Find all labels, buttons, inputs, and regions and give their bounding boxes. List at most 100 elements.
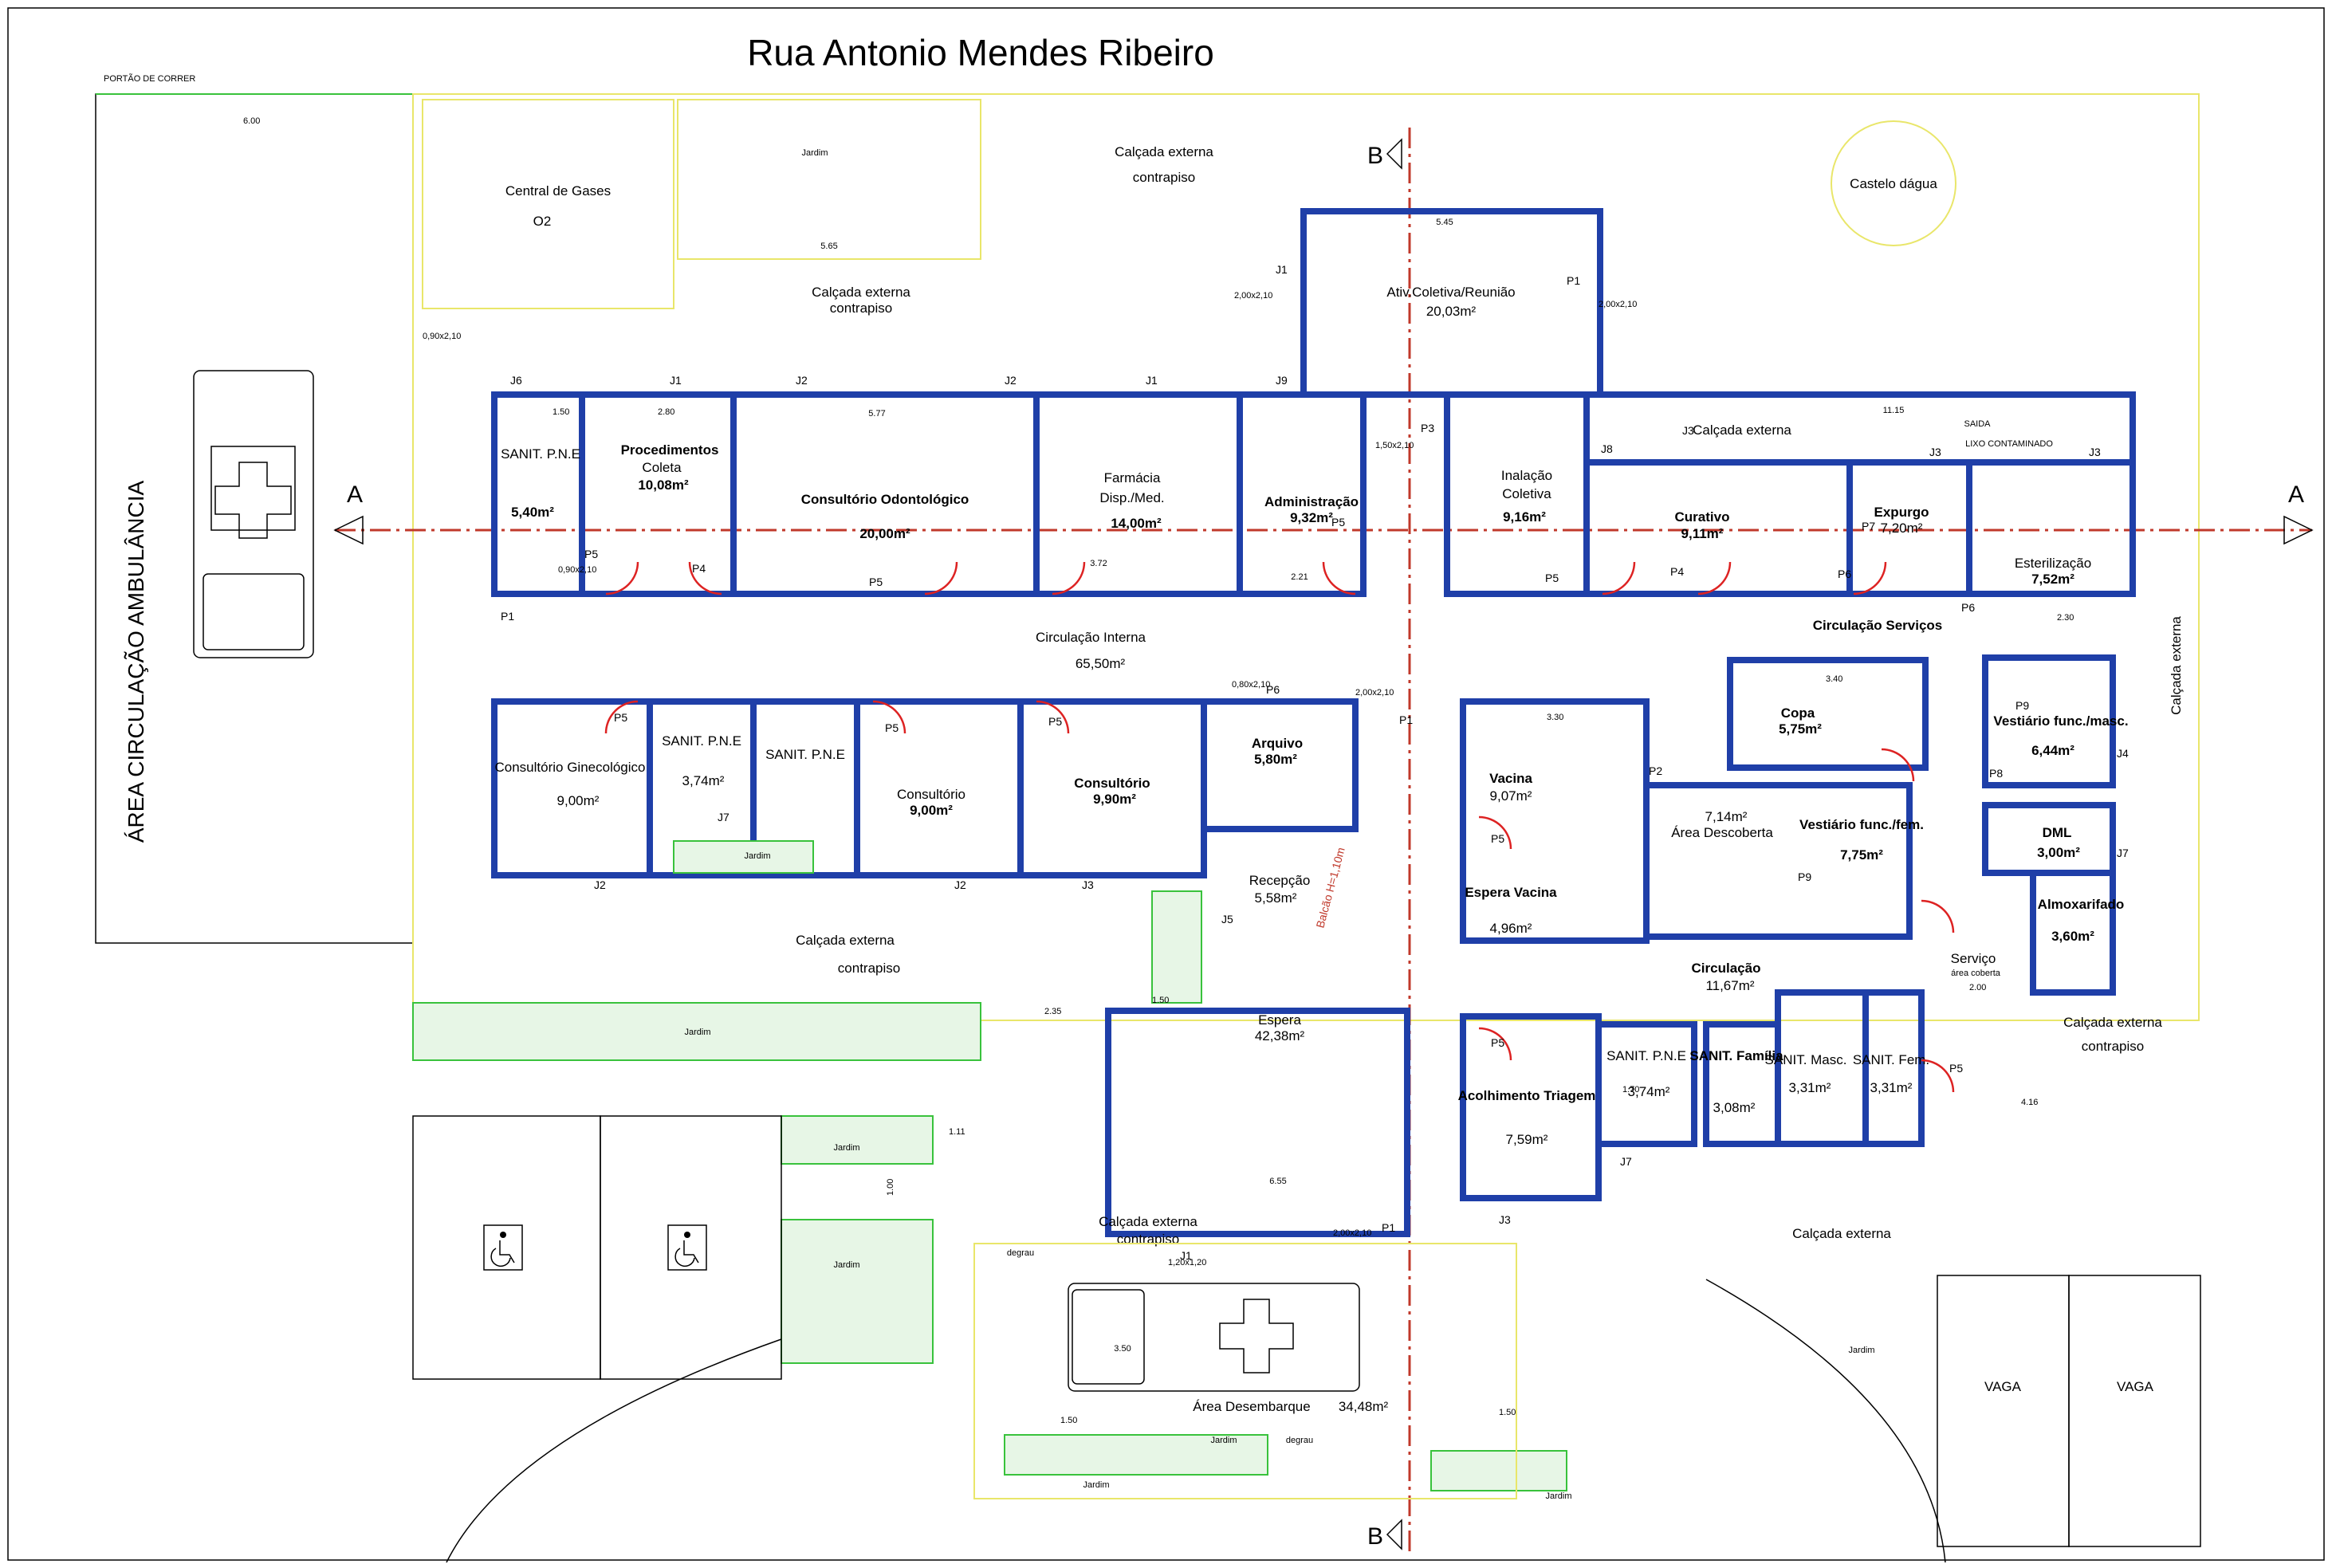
label-p3: P3 — [1421, 422, 1434, 434]
area-sanit-fem: 3,31m² — [1870, 1080, 1913, 1095]
garden-label-w: Jardim — [684, 1028, 710, 1037]
gas-central-label: Central de Gases — [505, 183, 611, 198]
room-farmacia-2: Disp./Med. — [1099, 490, 1164, 505]
dim-280: 2.80 — [658, 407, 674, 417]
dim-gate-width: 6.00 — [243, 116, 260, 126]
area-copa: 5,75m² — [1779, 721, 1822, 737]
room-arquivo: Arquivo — [1252, 736, 1303, 751]
gate-label: PORTÃO DE CORRER — [104, 73, 195, 84]
area-esterilizacao: 7,52m² — [2031, 572, 2074, 587]
room-circ-servicos: Circulação Serviços — [1813, 618, 1943, 633]
room-curativo: Curativo — [1675, 509, 1730, 525]
room-desembarque: Área Desembarque — [1193, 1399, 1310, 1414]
room-sanit-b: SANIT. P.N.E — [765, 747, 845, 762]
label-p6-expurgo: P6 — [1838, 568, 1851, 580]
balcao-label: Balcão H=1,10m — [1313, 846, 1347, 929]
label-j4: J4 — [2117, 747, 2129, 760]
label-j3-south: J3 — [1082, 878, 1094, 891]
label-j3-acolh: J3 — [1499, 1213, 1511, 1226]
dim-350: 3.50 — [1114, 1344, 1131, 1354]
sidewalk-label-sw: Calçada externa — [796, 933, 895, 948]
dim-416: 4.16 — [2021, 1098, 2038, 1107]
area-curativo: 9,11m² — [1681, 526, 1724, 541]
section-marker-b-bottom: B — [1367, 1519, 1402, 1550]
label-p7: P7 — [1862, 520, 1875, 532]
room-cons-2: Consultório — [1074, 776, 1150, 791]
room-sanit-a: SANIT. P.N.E — [662, 733, 741, 749]
dim-340: 3.40 — [1826, 674, 1842, 684]
sidewalk-label-ne: Calçada externa — [1693, 422, 1791, 438]
area-almox: 3,60m² — [2051, 929, 2094, 944]
parking-label-2: VAGA — [2117, 1379, 2154, 1394]
sidewalk-label-mid: Calçada externa — [812, 285, 910, 300]
label-p5-sanit: P5 — [584, 548, 598, 560]
room-ativ: Ativ.Coletiva/Reunião — [1386, 285, 1515, 300]
room-expurgo: Expurgo — [1874, 505, 1929, 520]
accessibility-icon — [667, 1224, 707, 1271]
label-p5-east: P5 — [1949, 1062, 1963, 1075]
room-inalacao: Inalação — [1501, 468, 1552, 483]
area-area-desc: 7,14m² — [1705, 809, 1748, 824]
dim-545: 5.45 — [1436, 218, 1453, 227]
label-j3-est: J3 — [2089, 446, 2101, 458]
room-procedimentos: Procedimentos — [621, 442, 719, 458]
opening-size-p6: 0,80x2,10 — [1232, 680, 1270, 690]
label-j1-west: J1 — [670, 374, 682, 387]
area-ativ: 20,03m² — [1426, 304, 1477, 319]
accessibility-icon — [483, 1224, 523, 1271]
room-sanit-fam: SANIT. Família — [1689, 1048, 1783, 1063]
dim-330: 3.30 — [1547, 713, 1563, 722]
sidewalk-label-se: Calçada externa — [1792, 1226, 1891, 1241]
area-vest-fem: 7,75m² — [1840, 847, 1883, 863]
area-sanit-fam: 3,08m² — [1713, 1100, 1756, 1115]
area-espera-vacina: 4,96m² — [1490, 921, 1532, 936]
dim-200: 2.00 — [1969, 983, 1986, 992]
label-p1-center: P1 — [1399, 713, 1413, 726]
label-p6-arquivo: P6 — [1266, 683, 1280, 696]
dim-372: 3.72 — [1090, 559, 1107, 568]
label-p5-acolh: P5 — [1491, 1036, 1504, 1049]
garden-label-b: Jardim — [1210, 1436, 1237, 1445]
area-odonto: 20,00m² — [859, 526, 910, 541]
garden-label-s4: Jardim — [1545, 1491, 1571, 1501]
area-circ-interna: 65,50m² — [1076, 656, 1126, 671]
area-coleta: 10,08m² — [638, 477, 689, 493]
garden-label-s3: Jardim — [1083, 1480, 1109, 1490]
room-cons-1: Consultório — [897, 787, 965, 802]
svg-text:B: B — [1367, 1523, 1383, 1550]
street-title: Rua Antonio Mendes Ribeiro — [747, 32, 1214, 73]
water-tower — [1831, 120, 1956, 246]
parking-label-1: VAGA — [1984, 1379, 2022, 1394]
label-j2-north-2: J2 — [1005, 374, 1017, 387]
area-vest-masc: 6,44m² — [2031, 743, 2074, 758]
area-farmacia: 14,00m² — [1111, 516, 1162, 531]
room-dml: DML — [2043, 825, 2072, 840]
opening-size-j1: 2,00x2,10 — [1234, 291, 1272, 301]
subfloor-label-s: contrapiso — [1117, 1232, 1179, 1247]
room-vest-masc: Vestiário func./masc. — [1993, 713, 2128, 729]
room-sanit-fem: SANIT. Fem. — [1853, 1052, 1929, 1067]
opening-size-gate: 0,90x2,10 — [423, 332, 461, 341]
opening-size-p1-south: 2,00x2,10 — [1333, 1228, 1371, 1238]
garden-label-s1: Jardim — [833, 1143, 859, 1153]
dim-655: 6.55 — [1269, 1177, 1286, 1186]
room-almox: Almoxarifado — [2038, 897, 2125, 912]
area-desembarque: 34,48m² — [1339, 1399, 1389, 1414]
label-j3-expurgo: J3 — [1929, 446, 1941, 458]
label-p5-cons2: P5 — [1048, 715, 1062, 728]
label-j2-south: J2 — [594, 878, 606, 891]
sidewalk-label-east: Calçada externa — [2169, 616, 2184, 715]
room-servico-2: área coberta — [1951, 969, 2001, 978]
garden-label-s2: Jardim — [833, 1260, 859, 1270]
exit-label: SAIDA — [1964, 419, 1991, 429]
label-p4-east: P4 — [1670, 565, 1684, 578]
area-sanit-c: 3,74m² — [1628, 1084, 1670, 1099]
dim-565: 5.65 — [820, 242, 837, 251]
unloading-area — [973, 1243, 1517, 1499]
room-sanit-pne-north: SANIT. P.N.E — [501, 446, 580, 462]
sidewalk-label-top: Calçada externa — [1115, 144, 1213, 159]
opening-size-p1: 2,00x2,10 — [1355, 688, 1394, 698]
area-sanit-a: 3,74m² — [682, 773, 725, 788]
sidewalk-label-e2: Calçada externa — [2063, 1015, 2162, 1030]
label-p1-south: P1 — [1382, 1221, 1395, 1234]
